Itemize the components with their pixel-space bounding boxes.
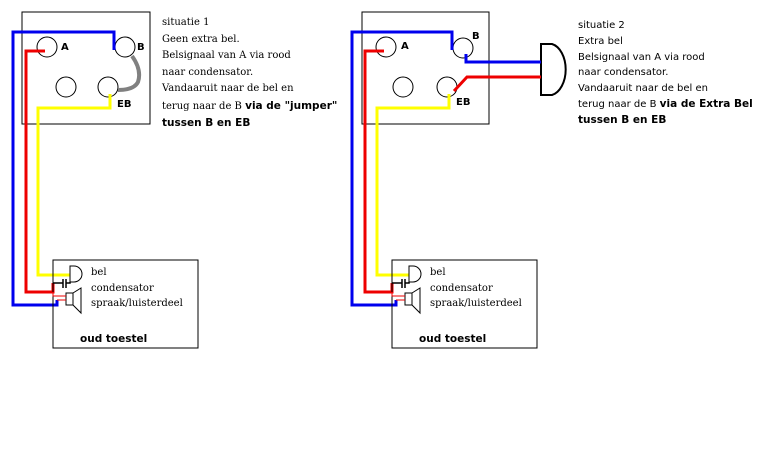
label-eb: EB <box>117 99 132 110</box>
device-title: oud toestel <box>419 333 487 345</box>
terminal-eb <box>97 76 119 98</box>
desc-line: Vandaaruit naar de bel en <box>162 83 294 94</box>
desc-line: naar condensator. <box>578 67 669 79</box>
speaker-icon <box>65 287 82 315</box>
terminal-eb <box>436 76 458 98</box>
desc-line: situatie 1 <box>162 17 210 28</box>
yellow-wire <box>375 94 451 277</box>
part-label: condensator <box>91 282 154 294</box>
label-b: B <box>137 42 145 53</box>
desc-line: Belsignaal van A via rood <box>578 51 705 63</box>
blue-wire-to-extra-bell <box>464 54 541 64</box>
desc-bold: tussen B en EB <box>162 117 251 129</box>
device-parts: bel condensator spraak/luisterdeel <box>91 265 183 312</box>
desc-line: Vandaaruit naar de bel en <box>578 83 708 95</box>
terminal-empty <box>55 76 77 98</box>
desc-bold: tussen B en EB <box>578 113 667 126</box>
red-wire-to-extra-bell <box>452 75 541 93</box>
desc-line: naar condensator. <box>162 66 254 78</box>
wall-socket <box>361 11 490 125</box>
terminal-empty <box>392 76 414 98</box>
desc-line: Belsignaal van A via rood <box>162 50 291 61</box>
capacitor-icon <box>53 279 71 288</box>
desc-line: terug naar de B <box>578 98 660 110</box>
label-b: B <box>472 31 480 42</box>
terminal-a <box>36 36 58 58</box>
terminal-b <box>114 36 136 58</box>
bell-icon <box>408 265 422 283</box>
blue-wire <box>350 30 454 307</box>
device-title: oud toestel <box>80 333 148 345</box>
desc-line: Extra bel <box>578 35 623 47</box>
bell-icon <box>69 265 83 283</box>
yellow-wire <box>36 94 112 277</box>
label-eb: EB <box>456 97 471 108</box>
situatie-2-drawing <box>350 11 567 349</box>
capacitor-icon <box>392 279 410 288</box>
part-label: bel <box>430 267 446 278</box>
extra-bell-icon <box>540 43 567 96</box>
terminal-b <box>452 37 474 59</box>
desc-line: Geen extra bel. <box>162 33 240 45</box>
part-label: bel <box>91 267 107 278</box>
wall-socket <box>21 11 151 125</box>
desc-line: situatie 2 <box>578 20 625 31</box>
situatie-1-description: situatie 1 Geen extra bel. Belsignaal va… <box>162 15 337 132</box>
old-phone-box <box>52 259 199 349</box>
gray-jumper-wire <box>117 54 142 92</box>
blue-wire <box>11 30 116 307</box>
desc-bold: via de "jumper" <box>245 99 338 112</box>
speaker-icon <box>404 287 421 315</box>
desc-bold: via de Extra Bel <box>659 97 753 110</box>
device-parts: bel condensator spraak/luisterdeel <box>430 265 522 312</box>
part-label: condensator <box>430 282 493 294</box>
situatie-1-drawing <box>11 11 199 349</box>
desc-line: terug naar de B <box>162 100 246 112</box>
label-a: A <box>61 42 69 53</box>
situatie-2-description: situatie 2 Extra bel Belsignaal van A vi… <box>578 18 753 129</box>
terminal-a <box>375 36 397 58</box>
part-label: spraak/luisterdeel <box>430 298 522 309</box>
old-phone-box <box>391 259 538 349</box>
part-label: spraak/luisterdeel <box>91 298 183 309</box>
label-a: A <box>401 41 409 52</box>
